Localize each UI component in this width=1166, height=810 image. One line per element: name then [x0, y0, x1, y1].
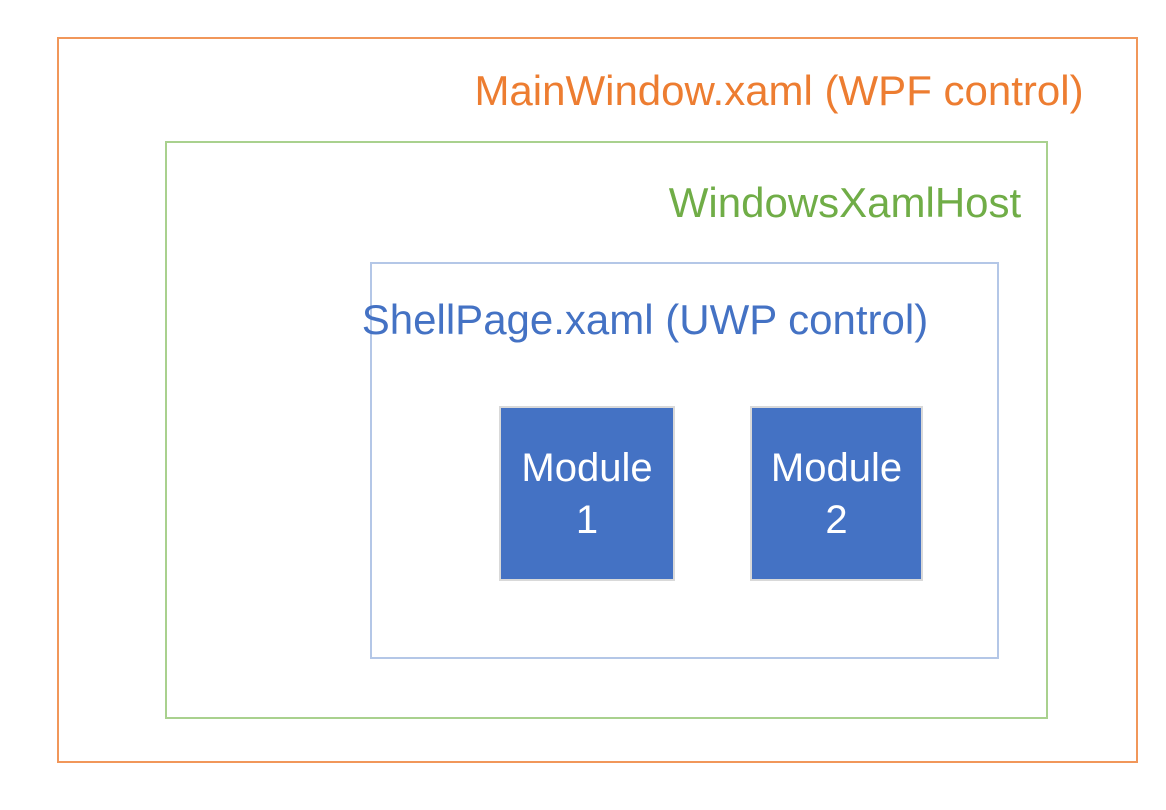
- shellpage-uwp-label: ShellPage.xaml (UWP control): [361, 296, 929, 343]
- module-2-label: Module 2: [770, 445, 903, 542]
- windows-xaml-host-box: WindowsXamlHost ShellPage.xaml (UWP cont…: [165, 141, 1048, 719]
- mainwindow-wpf-label: MainWindow.xaml (WPF control): [474, 67, 1084, 114]
- shellpage-uwp-box: ShellPage.xaml (UWP control) Module 1 Mo…: [362, 262, 999, 659]
- module-1-box: Module 1: [499, 406, 675, 581]
- module-1-label: Module 1: [521, 445, 653, 542]
- mainwindow-wpf-box: MainWindow.xaml (WPF control) WindowsXam…: [57, 37, 1138, 763]
- windows-xaml-host-label: WindowsXamlHost: [668, 179, 1022, 226]
- module-2-box: Module 2: [750, 406, 923, 581]
